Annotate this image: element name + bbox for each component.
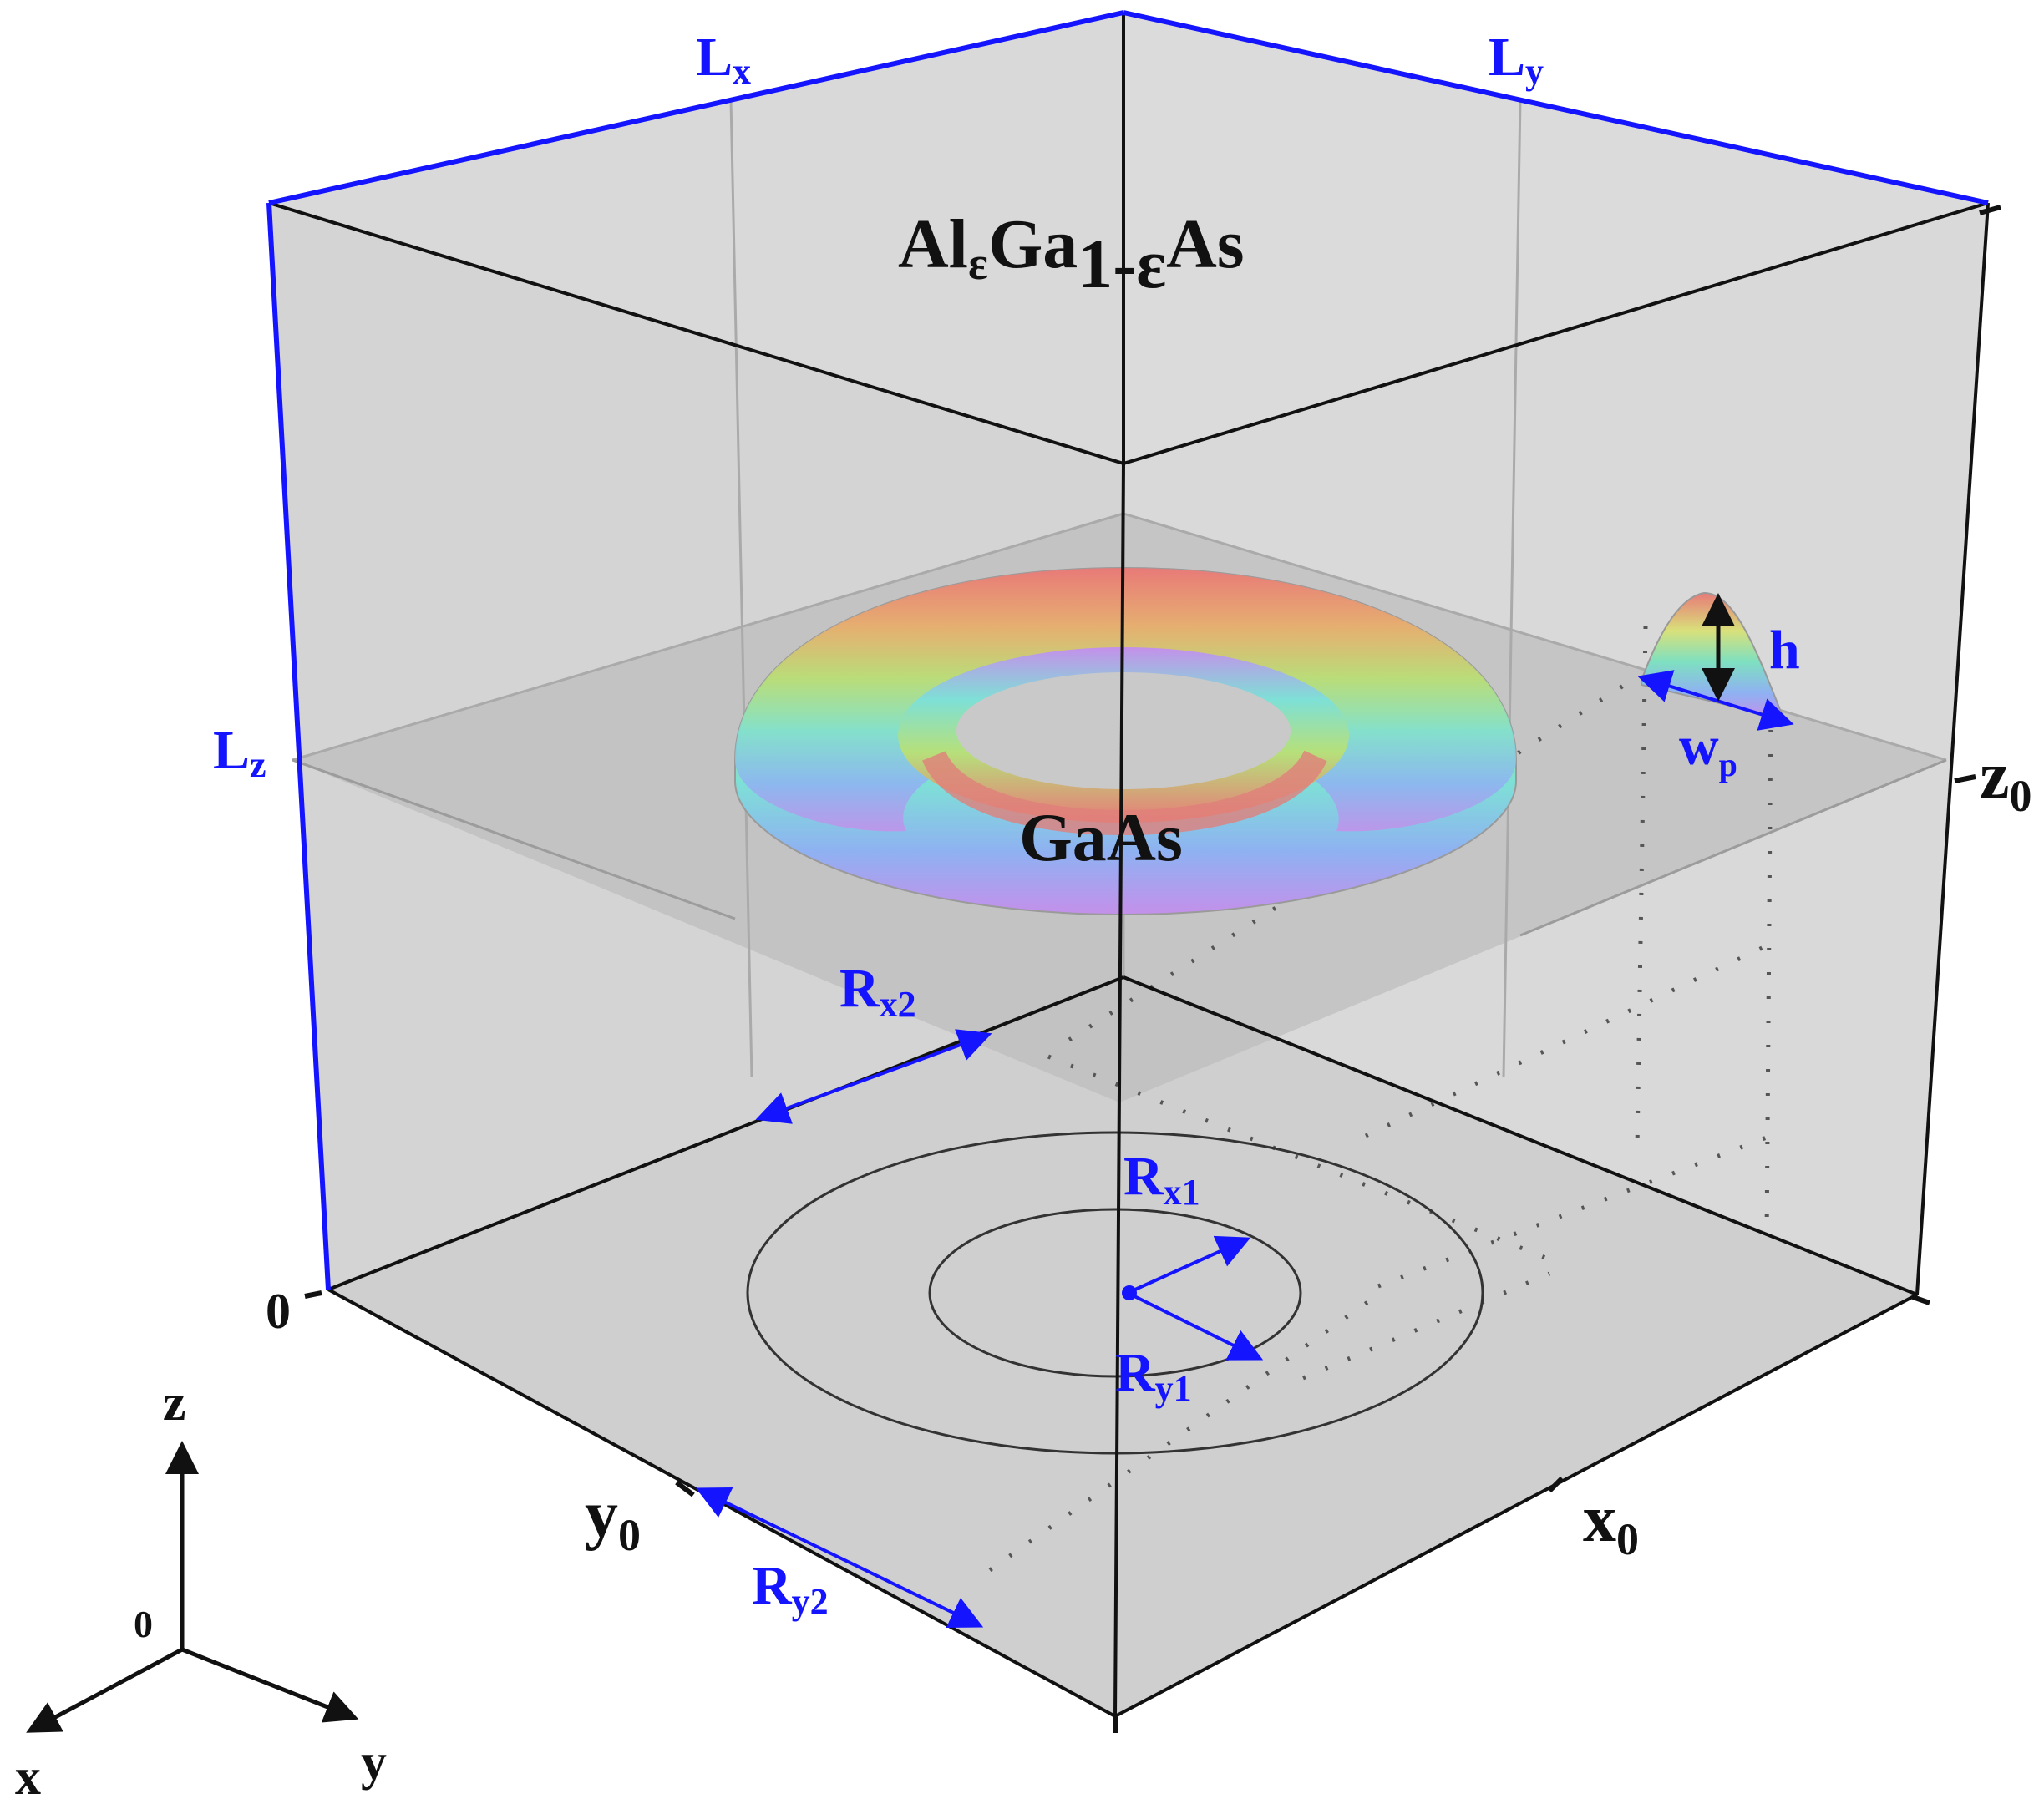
y0-label: y0 — [585, 1478, 641, 1560]
z0-plane-front-edges — [292, 758, 1947, 937]
edge-front-vertical — [1113, 463, 1125, 1717]
floor-ellipses — [746, 1131, 1484, 1455]
ring-center-dot — [1122, 1285, 1137, 1300]
rx1-arrow — [1127, 1235, 1251, 1295]
ry1-arrow — [1127, 1291, 1264, 1361]
box-edges — [268, 13, 1990, 1718]
rx2-label: Rx2 — [839, 958, 916, 1025]
dimension-arrows — [695, 670, 1794, 1629]
lz-label: Lz — [213, 720, 266, 785]
x0-label: x0 — [1583, 1482, 1639, 1564]
floor-face — [328, 977, 1917, 1716]
edge-floor-right — [1114, 1293, 1918, 1718]
edge-floor-back-right — [1123, 975, 1918, 1296]
z0-label: z0 — [1980, 739, 2032, 821]
ly-edge — [1123, 10, 1989, 205]
ring-torus — [734, 566, 1517, 916]
outer-ring-projection — [746, 1131, 1484, 1455]
ry1-label: Ry1 — [1115, 1342, 1192, 1409]
axis-ticks — [304, 205, 2001, 1733]
triad-z-label: z — [163, 1375, 186, 1431]
triad-x-label: x — [15, 1749, 41, 1806]
edge-top-back-right — [1123, 201, 1989, 465]
labels: AlεGa1-εAs GaAs Lx Ly Lz Rx2 Ry2 Rx1 Ry1… — [15, 27, 2032, 1806]
triad-origin-label: 0 — [134, 1603, 153, 1645]
ring-hole — [956, 672, 1291, 789]
lz-edge — [266, 202, 331, 1290]
edge-top-back-left — [268, 201, 1124, 465]
axis-triad — [26, 1441, 359, 1733]
ly-label: Ly — [1489, 27, 1544, 92]
inner-ring-projection — [928, 1208, 1302, 1378]
ry2-arrow — [695, 1487, 984, 1629]
rx1-label: Rx1 — [1123, 1146, 1200, 1213]
dimension-edges — [266, 10, 1989, 1290]
lx-edge — [268, 10, 1124, 205]
dotted-guides — [988, 626, 1773, 1573]
box-origin-label: 0 — [266, 1284, 291, 1339]
wp-label: wp — [1679, 716, 1737, 783]
rx2-arrow — [755, 1029, 992, 1124]
ry2-label: Ry2 — [752, 1555, 829, 1622]
barrier-material-label: AlεGa1-εAs — [898, 205, 1245, 303]
triad-y-axis — [181, 1647, 359, 1723]
triad-x-axis — [26, 1647, 184, 1733]
top-face — [269, 13, 1988, 464]
triad-y-label: y — [361, 1734, 387, 1791]
h-label: h — [1769, 620, 1800, 681]
edge-right-vertical — [1915, 202, 1990, 1295]
lx-label: Lx — [696, 27, 751, 92]
ring-material-label: GaAs — [1019, 799, 1183, 875]
ring-inner-lip — [922, 749, 1327, 836]
